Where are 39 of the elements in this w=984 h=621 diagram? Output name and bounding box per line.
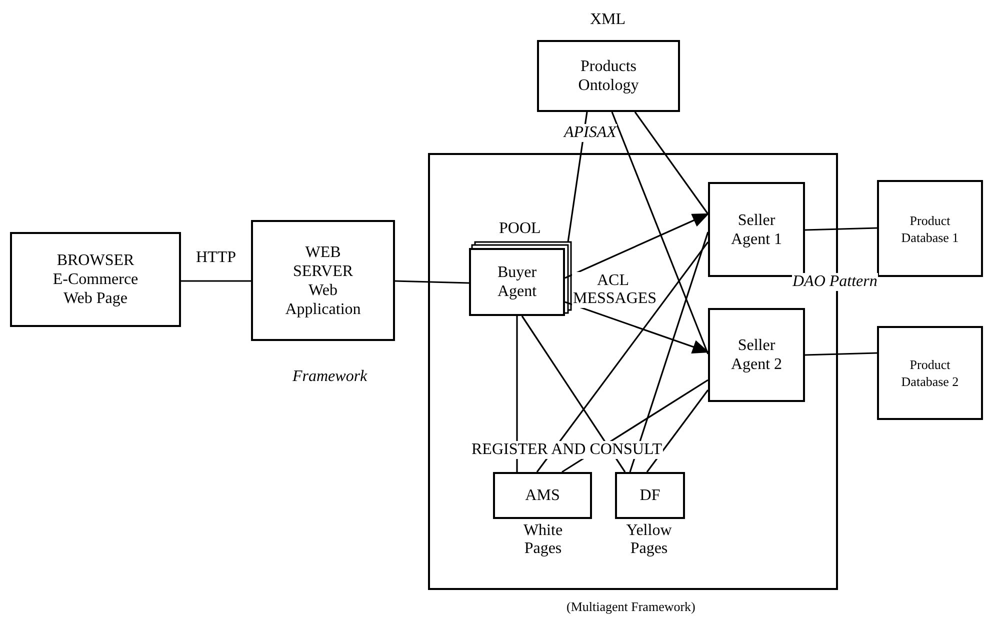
process-box bbox=[537, 40, 680, 112]
node-label: Web Application bbox=[284, 280, 362, 318]
agent-box bbox=[708, 182, 805, 277]
node-label: Seller Agent 2 bbox=[730, 336, 784, 374]
connector-line bbox=[629, 232, 709, 472]
annotation: REGISTER AND CONSULT bbox=[470, 441, 664, 459]
node-label: Buyer Agent bbox=[496, 263, 538, 301]
process-box bbox=[493, 472, 592, 519]
connector-line bbox=[521, 316, 626, 472]
database-box bbox=[877, 180, 983, 277]
node-label: DF bbox=[640, 486, 660, 505]
connector-line bbox=[804, 352, 878, 356]
node-label: WEB SERVER bbox=[292, 242, 354, 280]
process-box bbox=[10, 232, 181, 327]
node-label: BROWSER bbox=[56, 251, 134, 270]
annotation: ACL MESSAGES bbox=[572, 272, 654, 308]
arrow bbox=[564, 213, 710, 279]
annotation: APISAX bbox=[563, 124, 618, 142]
arrow bbox=[564, 301, 710, 354]
agent-box bbox=[469, 248, 565, 316]
connector-line bbox=[611, 112, 709, 354]
connector-line bbox=[646, 390, 709, 472]
node-label: E-Commerce Web Page bbox=[52, 270, 140, 308]
connector-line bbox=[804, 227, 878, 231]
node-label: Products Ontology bbox=[577, 57, 640, 95]
node-label: Seller Agent 1 bbox=[730, 210, 784, 248]
connector-line bbox=[536, 242, 709, 472]
node-label: Product Database 1 bbox=[900, 212, 960, 246]
connector-line bbox=[516, 316, 518, 472]
connector-line bbox=[394, 280, 470, 284]
node-label: Product Database 2 bbox=[900, 356, 960, 390]
process-box bbox=[251, 220, 395, 341]
agent-box bbox=[708, 308, 805, 402]
connector-line bbox=[181, 280, 251, 282]
connector-line bbox=[634, 112, 709, 214]
database-box bbox=[877, 326, 983, 420]
process-box bbox=[615, 472, 685, 519]
annotation: DAO Pattern bbox=[792, 273, 878, 291]
node-label: AMS bbox=[525, 486, 560, 505]
